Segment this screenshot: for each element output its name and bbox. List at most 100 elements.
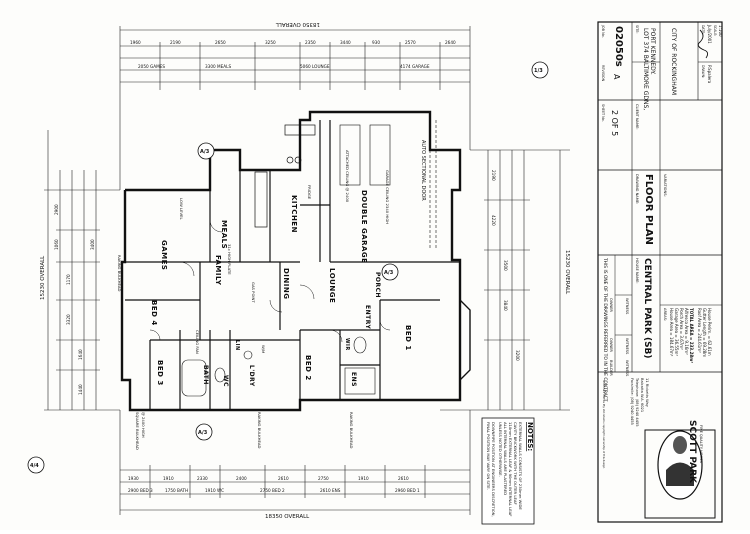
dim-right-1: 2190: [491, 170, 496, 181]
circle-marker-left: [27, 456, 45, 474]
client-name-label: CLIENT NAME:: [635, 104, 639, 130]
note-raking-bulkhead-1: RAKING BULKHEAD: [117, 255, 122, 292]
job-label: JOB No.: [601, 24, 605, 38]
room-bed4: BED 4: [150, 300, 158, 326]
witness-label-3: WITNESS: [625, 360, 629, 377]
company-logo: SCOTT PARK FINE QUALITY HOMES: [657, 420, 703, 500]
section-markers: [27, 61, 549, 474]
room-bed1: BED 1: [404, 325, 412, 351]
dim-bottom-3: 2330: [197, 476, 208, 481]
room-bed2: BED 2: [304, 355, 312, 381]
notes-line-5: UNLESS NOTED OTHERWISE.: [498, 422, 503, 477]
room-ens: ENS: [350, 372, 357, 387]
dim-bottom-1: 1930: [128, 476, 139, 481]
note-garage-ceiling: GARAGE CEILING 2340 HIGH: [385, 170, 390, 224]
room-dining: DINING: [282, 268, 290, 299]
area-alfresco: Alfresco Area = 9.16m²: [684, 308, 689, 355]
sheet-label: SHEET No.: [601, 104, 605, 122]
house-perimeter: House Perim. = 62.61m: [707, 308, 712, 356]
drawn-label: DRAWN:: [701, 65, 705, 78]
dim-top-games: 2050 GAMES: [138, 64, 165, 69]
house-info: HOUSE NAME: CENTRAL PARK (SB) AREAS: Hou…: [635, 258, 712, 363]
dim-top-5: 2350: [305, 40, 316, 45]
dim-bottom-8: 2610: [398, 476, 409, 481]
bottom-chain-labels: 1930 1910 2330 2400 2610 2750 1910 2610 …: [128, 476, 420, 493]
owner-label-2: OWNER: [609, 338, 613, 352]
dim-right-3: 3500: [503, 260, 508, 271]
dim-top-lounge: 5060 LOUNGE: [300, 64, 330, 69]
plan-annotations: AUTO SECTIONAL DOOR GARAGE CEILING 2340 …: [117, 140, 426, 450]
site-label: SITE:: [635, 25, 639, 34]
witness-label-2: WITNESS: [625, 338, 629, 355]
house-name-label: HOUSE NAME:: [635, 258, 639, 284]
notes-heading: NOTES:: [526, 422, 534, 451]
dim-top-7: 930: [372, 40, 380, 45]
dim-top-9: 2640: [445, 40, 456, 45]
notes-line-3: 110mm EXTERNAL LEAF & 90mm INTERNAL LEAF: [508, 422, 513, 516]
gutter-length: Gutter Length = 69.28m: [702, 308, 707, 357]
company-address-1: 11 Ricketts Way: [645, 378, 649, 408]
section-label-3: A/3: [384, 270, 394, 276]
dim-bottom-4: 2400: [236, 476, 247, 481]
kitchen-bench: [254, 124, 316, 228]
right-dimensions: [440, 149, 570, 411]
company-tagline: FINE QUALITY HOMES: [699, 425, 703, 464]
witness-label-1: WITNESS: [625, 298, 629, 315]
section-marker-3: [381, 263, 399, 281]
notes-box: NOTES: EXTERNAL WALLS CONSISTS OF 230mm …: [481, 417, 535, 525]
room-family: FAMILY: [214, 255, 222, 286]
site-line-3: CITY OF ROCKINGHAM: [670, 28, 677, 95]
notes-line-7: FINAL POSITION MAY VARY ON SITE.: [486, 422, 491, 490]
dim-left-1: 2900: [54, 204, 59, 215]
dim-top-2: 2190: [170, 40, 181, 45]
room-double-garage: DOUBLE GARAGE: [360, 190, 368, 263]
note-attached-ceiling: ATTACHED CEILING @ 2400: [345, 150, 350, 203]
company-phone: Telephone: (08) 9240 4455: [635, 377, 639, 427]
dim-left-2: 1060: [54, 239, 59, 250]
note-auto-door: AUTO SECTIONAL DOOR: [420, 140, 426, 201]
site-info: SITE: LOT 374 BALTIMORE GDNS, PORT KENNE…: [635, 25, 677, 110]
variations-label: VARIATIONS:: [663, 174, 667, 197]
dim-right-2: 4220: [491, 215, 496, 226]
dim-top-meals: 3300 MEALS: [205, 64, 231, 69]
circle-label-right: 1/3: [534, 68, 543, 74]
notes-line-1: EXTERNAL WALLS CONSISTS OF 230mm WIDE: [518, 422, 523, 510]
dim-left-6: 1440: [78, 384, 83, 395]
section-marker-1: [197, 142, 215, 160]
copyright-note: Scott Park Homes Pty Ltd retains copyrig…: [602, 380, 606, 469]
room-porch: PORCH: [374, 272, 381, 298]
dim-left-4: 3320: [66, 314, 71, 325]
dim-top-3: 2650: [215, 40, 226, 45]
site-line-1: LOT 374 BALTIMORE GDNS,: [642, 28, 649, 110]
revision-value: A: [612, 74, 621, 80]
dim-top-garage: 4174 GARAGE: [400, 64, 430, 69]
note-fridge: FRIDGE: [307, 185, 312, 200]
area-house: House Area = 184.67m²: [669, 308, 674, 357]
house-name: CENTRAL PARK (SB): [642, 258, 652, 359]
dim-bottom-bed3: 2900 BED 3: [128, 488, 153, 493]
dim-bottom-5: 2610: [278, 476, 289, 481]
dim-bottom-bath: 1750 BATH: [165, 488, 188, 493]
dim-top-4: 3250: [265, 40, 276, 45]
top-dimensions: [119, 26, 471, 190]
dim-left-7: 3400: [90, 239, 95, 250]
garage-details: [339, 120, 437, 250]
room-entry: ENTRY: [364, 305, 371, 330]
notes-line-6: DOWNPIPE POSITION AT ENGINEERS DISCRETIO…: [491, 422, 496, 517]
drawing-info: DRAWING NAME: FLOOR PLAN VARIATIONS: CLI…: [635, 104, 667, 245]
note-gas-point: GAS POINT: [251, 282, 256, 303]
note-square-bulkhead: SQUARE BULKHEAD: [135, 412, 140, 450]
contract-statement: THIS IS ONE OF THE DRAWINGS REFERRED TO …: [602, 257, 629, 402]
company-fax: Facsimile: (08) 9240 4455: [630, 378, 634, 425]
scale-value: 1:100: [718, 25, 723, 37]
drawing-name: FLOOR PLAN: [643, 174, 654, 245]
area-garage: Garage Area = 36.55m²: [674, 308, 679, 356]
dim-bottom-bed1: 2960 BED 1: [395, 488, 420, 493]
dim-bottom-6: 2750: [318, 476, 329, 481]
note-low-level: LOW LEVEL: [179, 198, 184, 220]
sheet-info: SHEET No. 2 OF 5 REVISION A JOB No. 0205…: [601, 24, 624, 136]
dim-bottom-wc: 1910 WC: [205, 488, 224, 493]
room-lndry: L'DRY: [248, 365, 255, 387]
